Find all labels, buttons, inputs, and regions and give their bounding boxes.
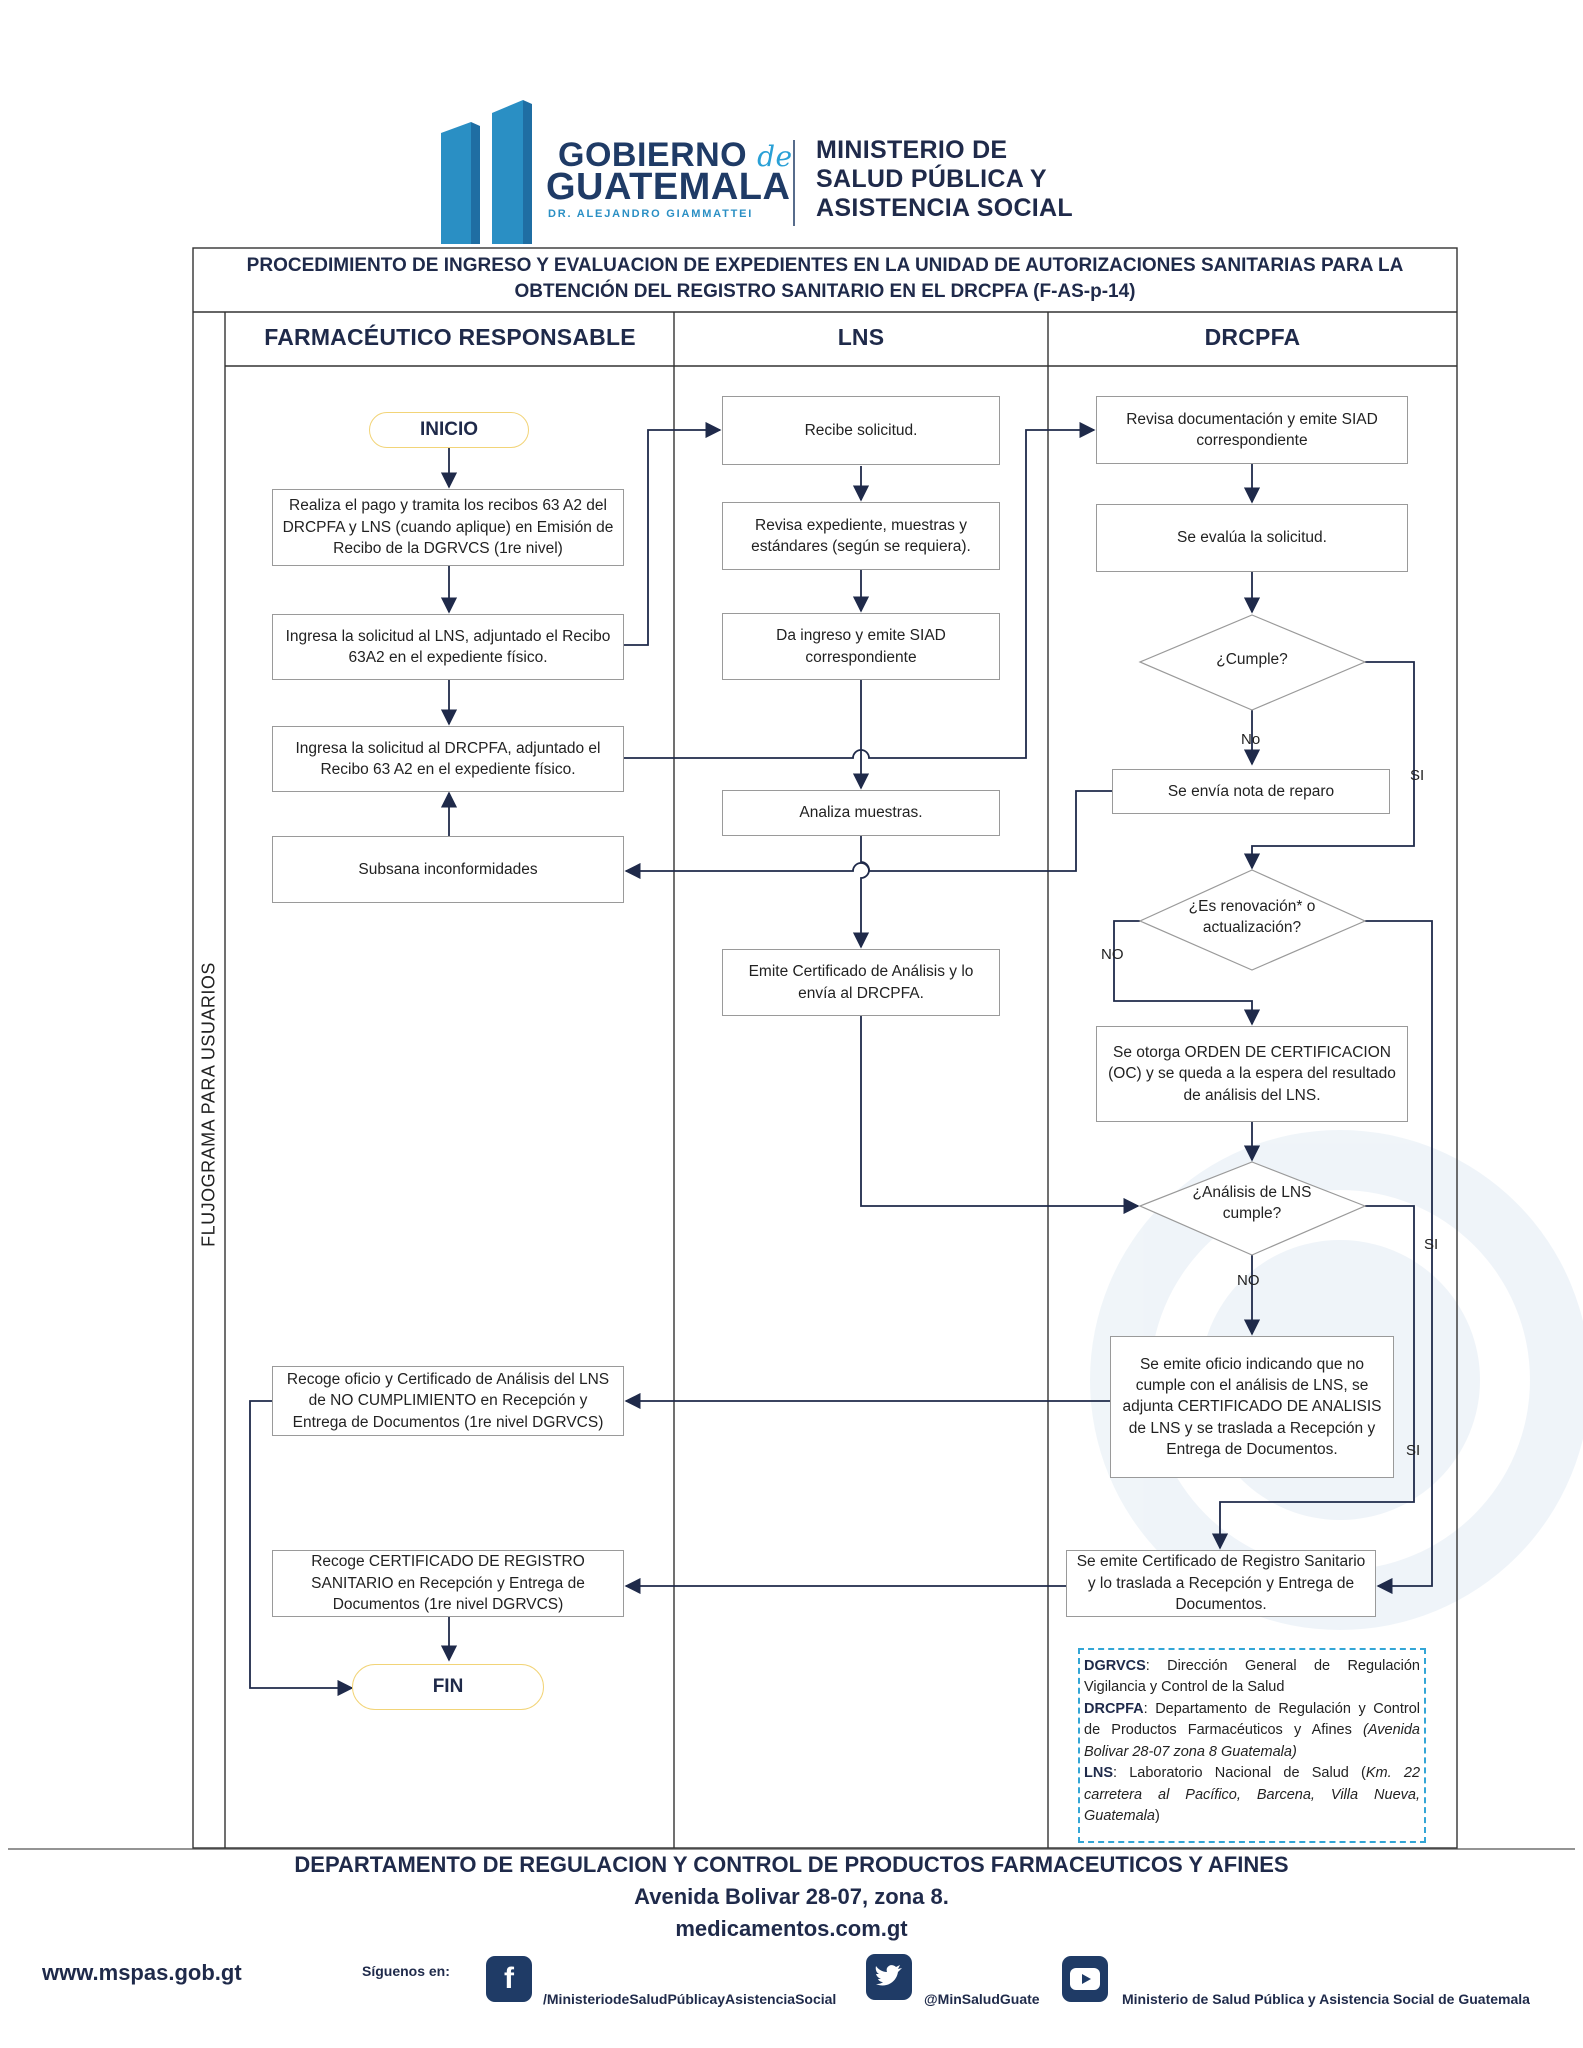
start-terminal: INICIO — [369, 412, 529, 448]
lane-title-drcpfa: DRCPFA — [1204, 324, 1301, 350]
ministry-name: MINISTERIO DE SALUD PÚBLICA Y ASISTENCIA… — [816, 136, 1073, 222]
node-pago: Realiza el pago y tramita los recibos 63… — [272, 489, 624, 566]
node-nota-reparo: Se envía nota de reparo — [1112, 769, 1390, 814]
diagram-title: PROCEDIMIENTO DE INGRESO Y EVALUACION DE… — [246, 255, 1404, 303]
edge-label-renovacion-si: SI — [1424, 1236, 1439, 1253]
bird-icon — [875, 1965, 902, 1986]
node-emite-certificado-analisis: Emite Certificado de Análisis y lo envía… — [722, 949, 1000, 1016]
edge-label-analisis-no: NO — [1237, 1272, 1260, 1289]
mspas-url[interactable]: www.mspas.gob.gt — [42, 1960, 242, 1985]
government-logo-icon — [441, 100, 532, 244]
node-ingresa-lns: Ingresa la solicitud al LNS, adjuntado e… — [272, 614, 624, 680]
node-da-ingreso: Da ingreso y emite SIAD correspondiente — [722, 613, 1000, 680]
cumple-diamond — [1138, 614, 1367, 711]
government-name-line1: GOBIERNO de — [558, 136, 793, 174]
label-analisis-cumple: ¿Análisis de LNS cumple? — [1192, 1184, 1312, 1222]
node-analiza: Analiza muestras. — [722, 790, 1000, 836]
footer-department: DEPARTAMENTO DE REGULACION Y CONTROL DE … — [294, 1852, 1289, 1877]
youtube-channel[interactable]: Ministerio de Salud Pública y Asistencia… — [1122, 1991, 1530, 2007]
node-revisa-documentacion: Revisa documentación y emite SIAD corres… — [1096, 396, 1408, 464]
node-orden-certificacion: Se otorga ORDEN DE CERTIFICACION (OC) y … — [1096, 1026, 1408, 1122]
footer-address: Avenida Bolivar 28-07, zona 8. — [634, 1884, 949, 1909]
end-terminal: FIN — [352, 1664, 544, 1710]
twitter-handle[interactable]: @MinSaludGuate — [924, 1991, 1040, 2007]
node-evalua: Se evalúa la solicitud. — [1096, 504, 1408, 572]
node-revisa-expediente: Revisa expediente, muestras y estándares… — [722, 502, 1000, 570]
connectors — [249, 421, 1433, 1697]
legend-dgrvcs: DGRVCS: Dirección General de Regulación … — [1084, 1658, 1420, 1696]
legend-lns: LNS: Laboratorio Nacional de Salud (Km. … — [1084, 1765, 1421, 1825]
facebook-icon[interactable]: f — [486, 1956, 532, 2002]
side-label: FLUJOGRAMA PARA USUARIOS — [198, 962, 219, 1247]
footer-website[interactable]: medicamentos.com.gt — [675, 1916, 908, 1941]
government-name-line2: GUATEMALA — [546, 166, 791, 208]
analisis-diamond — [1138, 1161, 1367, 1256]
renovacion-diamond — [1138, 869, 1367, 971]
twitter-icon[interactable] — [866, 1954, 912, 2000]
label-cumple: ¿Cumple? — [1216, 651, 1288, 668]
edge-label-analisis-si: SI — [1406, 1442, 1421, 1459]
facebook-handle[interactable]: /MinisteriodeSaludPúblicayAsistenciaSoci… — [543, 1991, 837, 2007]
edge-label-cumple-no: No — [1241, 731, 1261, 748]
legend-box: DGRVCS: Dirección General de Regulación … — [1078, 1648, 1426, 1843]
node-subsana: Subsana inconformidades — [272, 836, 624, 903]
node-recoge-oficio: Recoge oficio y Certificado de Análisis … — [272, 1366, 624, 1436]
lane-title-lns: LNS — [837, 324, 885, 350]
government-president: DR. ALEJANDRO GIAMMATTEI — [548, 208, 754, 220]
node-oficio: Se emite oficio indicando que no cumple … — [1110, 1336, 1394, 1478]
edge-label-cumple-si: SI — [1410, 767, 1425, 784]
legend-drcpfa: DRCPFA: Departamento de Regulación y Con… — [1084, 1700, 1420, 1760]
node-recoge-certificado: Recoge CERTIFICADO DE REGISTRO SANITARIO… — [272, 1550, 624, 1617]
youtube-icon[interactable] — [1062, 1956, 1108, 2002]
follow-label: Síguenos en: — [362, 1963, 450, 1979]
label-renovacion: ¿Es renovación* o actualización? — [1188, 898, 1316, 936]
node-ingresa-drcpfa: Ingresa la solicitud al DRCPFA, adjuntad… — [272, 726, 624, 792]
node-recibe: Recibe solicitud. — [722, 396, 1000, 465]
diagram-frame — [192, 247, 1458, 1849]
edge-label-renovacion-no: NO — [1101, 946, 1124, 963]
play-icon — [1070, 1968, 1100, 1990]
node-certificado-registro: Se emite Certificado de Registro Sanitar… — [1066, 1550, 1376, 1617]
decision-shapes — [1138, 614, 1367, 1256]
lane-title-farmaceutico: FARMACÉUTICO RESPONSABLE — [264, 324, 636, 350]
